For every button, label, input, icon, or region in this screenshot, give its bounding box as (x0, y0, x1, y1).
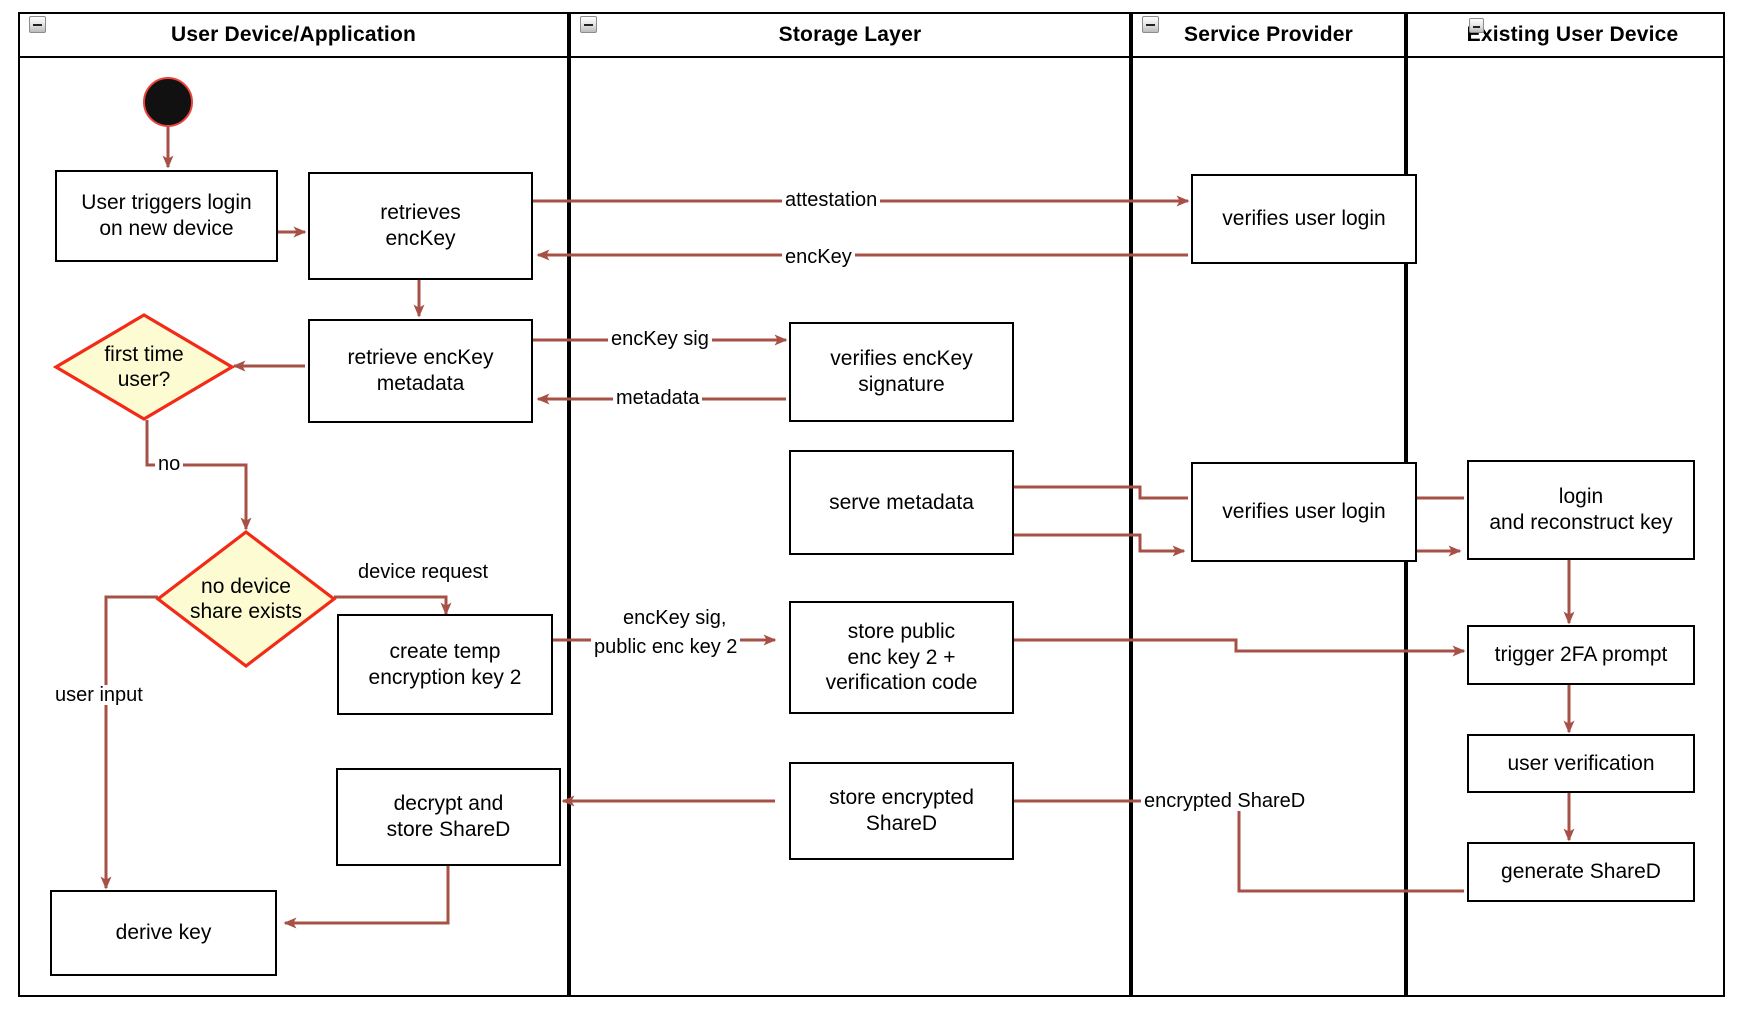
node-derive-key[interactable]: derive key (50, 890, 277, 976)
decision-shape (53, 313, 235, 421)
node-verifies-user-login-1[interactable]: verifies user login (1191, 174, 1417, 264)
swimlane-title-storage-layer: Storage Layer (778, 23, 922, 46)
node-store-public-enc-key-2[interactable]: store public enc key 2 + verification co… (789, 601, 1014, 714)
node-label: User triggers login on new device (81, 191, 252, 240)
node-label: verifies user login (1222, 207, 1386, 231)
node-verifies-enckey-signature[interactable]: verifies encKey signature (789, 322, 1014, 422)
swimlane-user-device-application (18, 12, 569, 997)
decision-label: no device share exists (189, 574, 303, 623)
decision-shape (155, 529, 337, 669)
edge-label-encrypted-shared: encrypted ShareD (1141, 791, 1309, 811)
collapse-minus-icon[interactable] (580, 16, 597, 33)
node-label: generate ShareD (1501, 860, 1661, 884)
decision-first-time-user[interactable]: first time user? (53, 312, 235, 422)
edge-label-enckey-sig-public-key2-line1: encKey sig, (620, 608, 730, 628)
edge-label-enckey: encKey (782, 247, 855, 267)
node-login-and-reconstruct-key[interactable]: login and reconstruct key (1467, 460, 1695, 560)
node-label: retrieve encKey metadata (347, 346, 494, 395)
decision-no-device-share-exists[interactable]: no device share exists (155, 529, 337, 669)
node-label: create temp encryption key 2 (368, 639, 522, 689)
node-label: trigger 2FA prompt (1494, 643, 1668, 667)
diagram-frame-top (18, 12, 1725, 14)
node-generate-shared[interactable]: generate ShareD (1467, 842, 1695, 902)
node-label: decrypt and store ShareD (386, 792, 511, 841)
collapse-minus-icon[interactable] (29, 16, 46, 33)
edge-label-user-input: user input (52, 685, 146, 705)
edge-label-device-request: device request (355, 562, 492, 582)
swimlane-title-existing-user-device: Existing User Device (1466, 23, 1679, 46)
edge-label-no: no (155, 454, 184, 474)
swimlane-header-existing-user-device[interactable]: Existing User Device (1406, 12, 1725, 58)
diagram-frame-bottom (18, 995, 1725, 997)
node-store-encrypted-shared[interactable]: store encrypted ShareD (789, 762, 1014, 860)
swimlane-title-service-provider: Service Provider (1184, 23, 1353, 46)
node-label: derive key (115, 921, 212, 945)
edge-label-metadata: metadata (613, 388, 703, 408)
node-create-temp-encryption-key-2[interactable]: create temp encryption key 2 (337, 614, 553, 715)
node-retrieves-enckey[interactable]: retrieves encKey (308, 172, 533, 280)
node-label: store encrypted ShareD (829, 786, 974, 835)
swimlane-header-service-provider[interactable]: Service Provider (1131, 12, 1406, 58)
node-label: store public enc key 2 + verification co… (825, 620, 978, 695)
node-serve-metadata[interactable]: serve metadata (789, 450, 1014, 555)
node-label: verifies encKey signature (830, 347, 973, 396)
edge-label-enckey-sig-public-key2-line2: public enc key 2 (591, 637, 741, 657)
edge-label-attestation: attestation (782, 190, 881, 210)
node-verifies-user-login-2[interactable]: verifies user login (1191, 462, 1417, 562)
node-label: login and reconstruct key (1489, 485, 1673, 534)
node-trigger-2fa-prompt[interactable]: trigger 2FA prompt (1467, 625, 1695, 685)
node-label: serve metadata (829, 490, 974, 514)
node-decrypt-and-store-shared[interactable]: decrypt and store ShareD (336, 768, 561, 866)
edge-label-enckey-sig: encKey sig (608, 329, 712, 349)
decision-label: first time user? (104, 342, 184, 391)
node-label: verifies user login (1222, 500, 1386, 524)
swimlane-title-user-device-application: User Device/Application (170, 23, 416, 46)
collapse-minus-icon[interactable] (1142, 16, 1159, 33)
node-user-triggers-login[interactable]: User triggers login on new device (55, 170, 278, 262)
node-user-verification[interactable]: user verification (1467, 734, 1695, 793)
swimlane-header-storage-layer[interactable]: Storage Layer (569, 12, 1131, 58)
swimlane-storage-layer (569, 12, 1131, 997)
node-retrieve-enckey-metadata[interactable]: retrieve encKey metadata (308, 319, 533, 423)
initial-node (143, 77, 193, 127)
node-label: user verification (1507, 751, 1655, 775)
collapse-minus-icon[interactable] (1469, 18, 1484, 33)
swimlane-header-user-device-application[interactable]: User Device/Application (18, 12, 569, 58)
node-label: retrieves encKey (380, 201, 461, 250)
